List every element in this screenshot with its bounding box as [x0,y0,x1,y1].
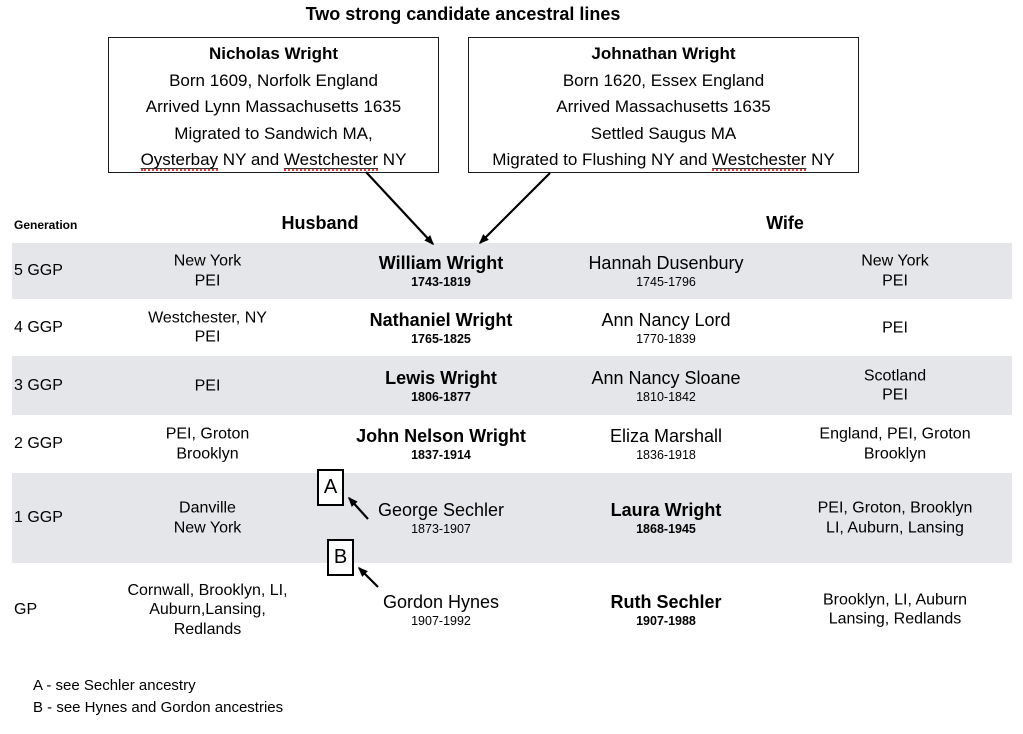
person-name: George Sechler [377,500,505,520]
footnotes: A - see Sechler ancestry B - see Hynes a… [33,675,283,719]
person-dates: 1836-1918 [636,448,696,462]
person-dates: 1810-1842 [636,389,696,404]
person-name: Nathaniel Wright [369,309,513,330]
wife-column-header: Wife [766,213,804,233]
wife-places: England, PEI, Groton Brooklyn [819,425,971,463]
person-dates: 1837-1914 [411,448,471,462]
ancestor-name: Johnathan Wright [591,44,736,63]
person-dates: 1745-1796 [636,275,696,289]
generation-column-header: Generation [14,218,78,232]
husband-person: George Sechler 1873-1907 [330,500,552,536]
wife-places: Brooklyn, LI, Auburn Lansing, Redlands [822,591,968,628]
ancestor-arrived-line: Arrived Lynn Massachusetts 1635 [145,97,402,117]
wife-places: PEI, Groton, Brooklyn LI, Auburn, Lansin… [817,499,973,537]
husband-person: John Nelson Wright 1837-1914 [330,426,552,462]
line-text: NY and [218,150,284,170]
footnote-b: B - see Hynes and Gordon ancestries [33,699,284,716]
wife-person: Ann Nancy Sloane 1810-1842 [555,368,777,404]
ancestor-migrated-line: Migrated to Sandwich MA, [174,123,373,143]
wife-person: Ann Nancy Lord 1770-1839 [555,310,777,346]
wife-places: Scotland PEI [863,367,927,404]
misspelled-word: Westchester [283,150,379,172]
person-name: Eliza Marshall [609,426,723,446]
marker-letter: B [333,546,348,568]
person-name: Laura Wright [610,500,722,520]
wife-person: Laura Wright 1868-1945 [555,500,777,536]
person-dates: 1743-1819 [411,275,471,289]
person-dates: 1868-1945 [636,522,696,536]
person-name: Lewis Wright [385,367,497,388]
wife-person: Ruth Sechler 1907-1988 [555,592,777,628]
husband-person: Lewis Wright 1806-1877 [330,368,552,404]
reference-marker-b: B [327,539,354,576]
misspelled-word: Westchester [712,150,807,172]
wife-person: Hannah Dusenbury 1745-1796 [555,253,777,289]
footnote-a: A - see Sechler ancestry [33,677,196,694]
ancestor-settled-line: Settled Saugus MA [590,123,737,143]
generation-label: GP [14,600,38,618]
ancestor-name: Nicholas Wright [208,44,339,63]
husband-column-header: Husband [281,213,359,233]
person-name: Ann Nancy Lord [601,309,731,330]
ancestor-born-line: Born 1620, Essex England [562,70,765,90]
husband-person: William Wright 1743-1819 [330,253,552,289]
ancestor-arrived-line: Arrived Massachusetts 1635 [556,97,771,117]
person-dates: 1907-1992 [411,613,471,628]
person-dates: 1806-1877 [411,389,471,404]
generation-label: 2 GGP [14,435,63,452]
table-row-3ggp: 3 GGP PEI Lewis Wright 1806-1877 Ann Nan… [12,356,1012,415]
husband-places: New York PEI [173,252,242,290]
person-dates: 1765-1825 [411,331,471,346]
husband-places: Cornwall, Brooklyn, LI, Auburn,Lansing, … [127,581,288,638]
ancestor-born-line: Born 1609, Norfolk England [169,70,378,90]
husband-person: Gordon Hynes 1907-1992 [330,592,552,628]
person-name: John Nelson Wright [356,426,526,446]
person-dates: 1907-1988 [636,613,696,628]
slide-title: Two strong candidate ancestral lines [305,4,621,24]
generation-label: 1 GGP [14,509,63,526]
ancestor-migrated-line-2: Oysterbay NY and Westchester NY [109,147,438,174]
table-row-1ggp: 1 GGP Danville New York George Sechler 1… [12,473,1012,563]
person-dates: 1873-1907 [411,522,471,536]
husband-person: Nathaniel Wright 1765-1825 [330,310,552,346]
line-text: NY [806,150,835,170]
generation-label: 4 GGP [14,318,63,336]
wife-person: Eliza Marshall 1836-1918 [555,426,777,462]
wife-places: New York PEI [861,252,929,290]
person-dates: 1770-1839 [636,331,696,346]
table-row-4ggp: 4 GGP Westchester, NY PEI Nathaniel Wrig… [12,299,1012,356]
generation-label: 3 GGP [14,376,63,394]
table-row-gp: GP Cornwall, Brooklyn, LI, Auburn,Lansin… [12,563,1012,656]
table-row-5ggp: 5 GGP New York PEI William Wright 1743-1… [12,243,1012,299]
person-name: Ruth Sechler [610,591,722,612]
reference-marker-a: A [317,469,344,506]
wife-places: PEI [882,318,908,336]
husband-places: Danville New York [173,499,242,537]
person-name: Gordon Hynes [382,591,500,612]
husband-places: Westchester, NY PEI [148,309,267,346]
person-name: Hannah Dusenbury [588,253,744,273]
misspelled-word: Oysterbay [140,150,219,172]
line-text: NY [378,150,407,170]
ancestor-box-johnathan-wright: Johnathan Wright Born 1620, Essex Englan… [468,37,859,173]
person-name: Ann Nancy Sloane [591,367,741,388]
husband-places: PEI, Groton Brooklyn [165,425,250,463]
ancestor-migrated-line: Migrated to Flushing NY and Westchester … [469,147,858,174]
ancestor-box-nicholas-wright: Nicholas Wright Born 1609, Norfolk Engla… [108,37,439,173]
marker-letter: A [323,476,338,498]
husband-places: PEI [194,376,221,394]
table-row-2ggp: 2 GGP PEI, Groton Brooklyn John Nelson W… [12,415,1012,473]
generation-label: 5 GGP [14,262,63,279]
line-text: Migrated to Flushing NY and [492,150,713,170]
person-name: William Wright [378,253,504,273]
